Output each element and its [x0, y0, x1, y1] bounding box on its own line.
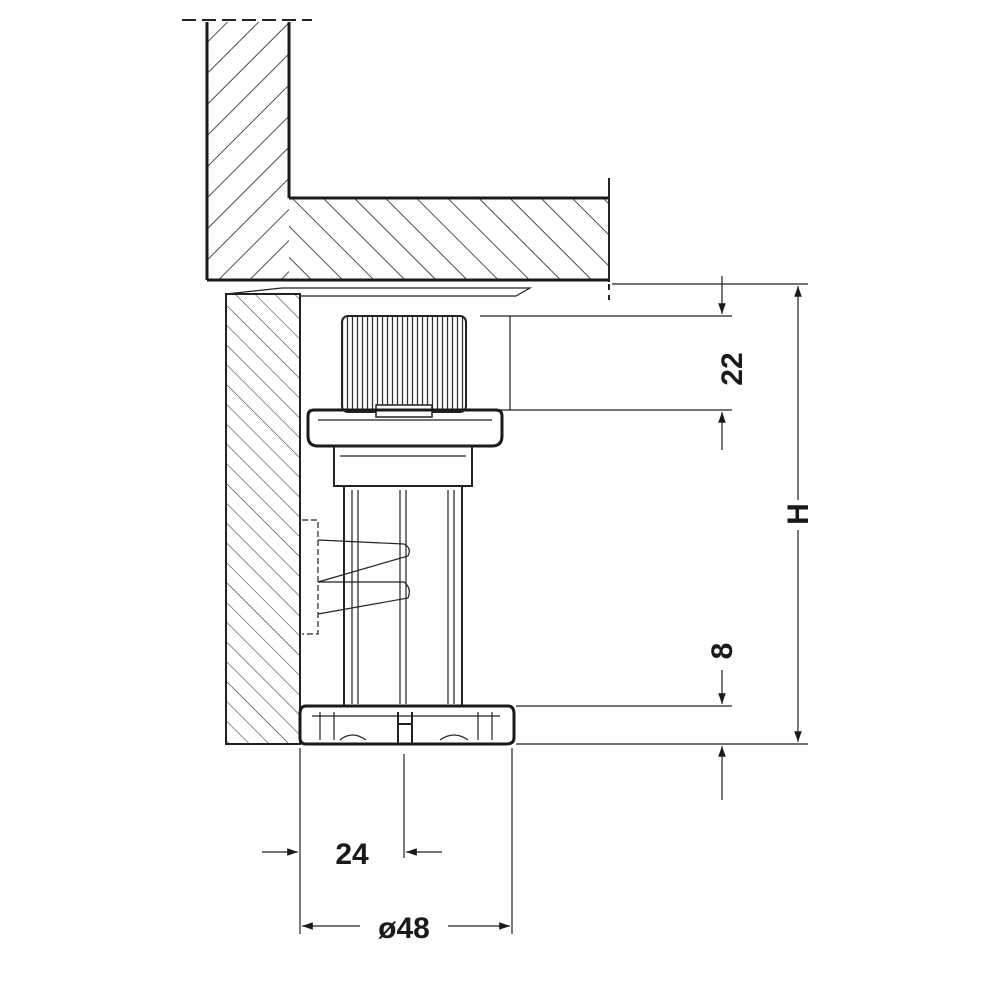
label-overall-height: H — [782, 503, 815, 525]
label-base-height: 8 — [706, 643, 739, 660]
dimension-diameter: ø48 — [302, 912, 510, 945]
mounting-cap — [341, 315, 467, 418]
clip-spring — [302, 519, 410, 635]
label-half-width: 24 — [335, 838, 369, 871]
plinth-panel — [225, 287, 533, 745]
cabinet-bottom-board — [207, 178, 610, 300]
extension-lines — [299, 283, 808, 934]
label-diameter: ø48 — [378, 912, 430, 945]
dimension-half-width: 24 — [262, 838, 442, 871]
leg-body — [333, 445, 473, 706]
cabinet-side-panel — [182, 19, 312, 280]
dimension-overall-height: H — [782, 286, 815, 742]
dimension-cap-height: 22 — [716, 276, 749, 450]
dimension-base-height: 8 — [706, 643, 739, 800]
flange-ring — [306, 408, 504, 448]
leveling-foot — [298, 704, 516, 746]
label-cap-height: 22 — [716, 352, 749, 385]
